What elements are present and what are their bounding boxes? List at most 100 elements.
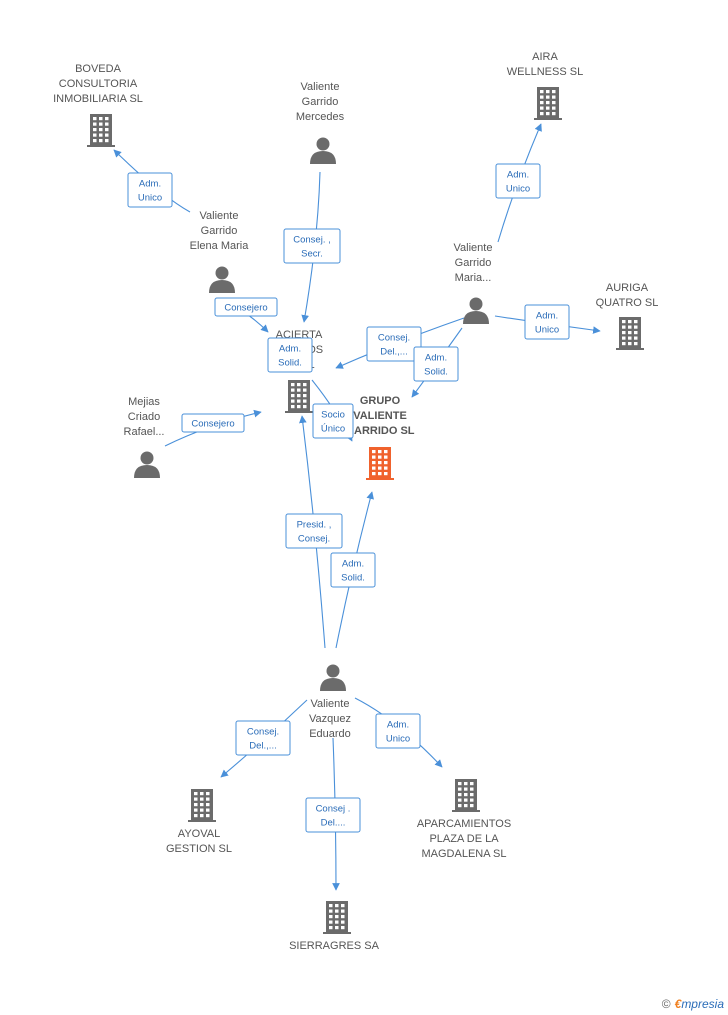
node-label-line: Mercedes [296,111,345,123]
building-window [99,117,103,121]
building-window [552,90,556,94]
building-window [291,399,295,403]
relation-label-line: Consej. [247,727,279,738]
relation-badge-r12[interactable]: Adm.Solid. [330,552,376,588]
building-window [458,793,462,797]
building-window [546,90,550,94]
building-window [384,450,388,454]
building-window [464,798,468,802]
relation-badge-r1[interactable]: Adm.Unico [127,172,173,208]
building-window [297,405,301,409]
node-mejias[interactable]: MejiasCriadoRafael... [124,396,165,478]
building-window [105,122,109,126]
building-window [206,814,210,818]
building-window [622,331,626,335]
relation-badge-r7[interactable]: Adm.Solid. [413,346,459,382]
relation-badge-r3[interactable]: Adm. Unico [495,163,541,199]
node-label-line: Rafael... [124,426,165,438]
building-window [628,331,632,335]
building-window [206,808,210,812]
relation-badge-r2[interactable]: Consej. ,Secr. [283,228,341,264]
building-window [93,122,97,126]
relation-box [127,172,173,208]
building-window [341,926,345,930]
relation-label-line: Consej. , [293,235,331,246]
person-icon [209,266,235,293]
relation-label-line: Adm. [342,559,364,570]
node-label-line: Vazquez [309,713,351,725]
relation-label-line: Adm. [507,170,529,181]
node-label-line: Elena Maria [190,240,250,252]
building-window [634,336,638,340]
edges-layer [113,123,601,891]
node-label-line: PLAZA DE LA [429,833,499,845]
building-window [470,787,474,791]
building-window [470,804,474,808]
relation-badge-r10[interactable]: Consejero [181,413,245,433]
relation-badge-r11[interactable]: Presid. ,Consej. [285,513,343,549]
building-window [552,95,556,99]
building-window [99,133,103,137]
relation-badge-r6[interactable]: Consej.Del.,... [366,326,422,362]
brand-name: mpresia [681,997,724,1011]
building-window [329,909,333,913]
building-window [384,461,388,465]
building-icon [366,447,394,480]
relation-badge-r4[interactable]: Consejero [214,297,278,317]
building-window [291,394,295,398]
building-icon [87,114,115,147]
building-window [335,909,339,913]
building-base [534,118,562,120]
node-label-line: AIRA [532,51,558,63]
relation-badge-r5[interactable]: Adm.Solid. [267,337,313,373]
relation-label-line: Consejero [191,419,234,430]
node-maria[interactable]: ValienteGarridoMaria... [454,242,493,324]
relation-label-line: Adm. [279,344,301,355]
person-body [209,280,235,293]
relation-label-line: Unico [535,325,559,336]
building-window [194,797,198,801]
building-window [470,782,474,786]
building-window [105,139,109,143]
building-window [206,797,210,801]
person-head [215,266,229,280]
relation-box [283,228,341,264]
node-label-line: APARCAMIENTOS [417,818,511,830]
relation-badge-r13[interactable]: Consej.Del.,... [235,720,291,756]
node-aira[interactable]: AIRA WELLNESS SL [507,51,583,120]
building-window [303,388,307,392]
node-label-line: WELLNESS SL [507,66,583,78]
relation-badge-r15[interactable]: Consej .Del.... [305,797,361,833]
building-window [341,915,345,919]
building-window [552,106,556,110]
relation-label-line: Socio [321,410,345,421]
building-base [323,932,351,934]
node-label-line: AURIGA [606,282,649,294]
building-window [546,95,550,99]
relation-badge-r8[interactable]: Adm. Unico [524,304,570,340]
relation-label-line: Unico [506,184,530,195]
relation-label-line: Unico [138,193,162,204]
building-window [93,117,97,121]
relation-label-line: Adm. [536,311,558,322]
relation-label-line: Consej. [298,534,330,545]
building-window [329,904,333,908]
relation-box [413,346,459,382]
building-icon [616,317,644,350]
building-window [378,461,382,465]
node-label-line: VALIENTE [353,410,407,422]
building-base [452,810,480,812]
building-window [552,101,556,105]
relation-badge-r14[interactable]: Adm.Unico [375,713,421,749]
node-sierragres[interactable]: SIERRAGRES SA [289,901,380,952]
building-window [291,405,295,409]
